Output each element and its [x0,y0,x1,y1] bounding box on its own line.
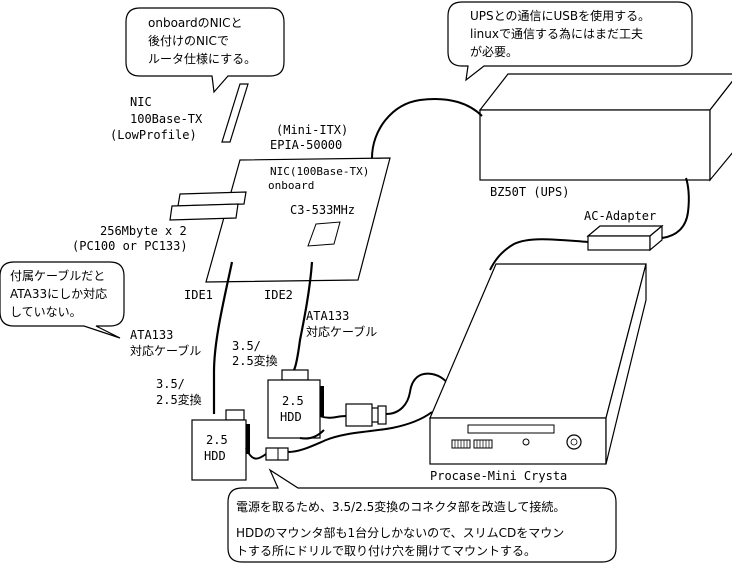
cd-drive-slot [467,424,555,434]
nic-type-label: 100Base-TX [130,112,203,126]
hdd-right-label-1: 2.5 [282,394,304,408]
nic-note-line-1: onboardのNICと [148,16,243,30]
nic-note-line-2: 後付けのNICで [148,34,229,48]
nic-note-line-3: ルータ仕様にする。 [148,52,256,66]
power-connector-left [265,447,289,461]
board-nic-label-2: onboard [268,179,314,192]
ata-note-bubble: 付属ケーブルだと ATA33にしか対応 していない。 [0,261,125,339]
bottom-note-line-2: HDDのマウンタ部も1台分しかないので、スリムCDをマウン [236,525,564,540]
board-form-label: (Mini-ITX) [276,123,348,137]
ide2-label: IDE2 [264,288,293,302]
ups-note-line-3: が必要。 [470,44,518,59]
motherboard [205,157,391,283]
cable-left-label-1: ATA133 [130,328,173,342]
ups-note-line-1: UPSとの通信にUSBを使用する。 [470,8,650,23]
ups-note-line-2: linuxで通信する為にはまだ工夫 [470,27,643,41]
bottom-note-bubble: 電源を取るため、3.5/2.5変換のコネクタ部を改造して接続。 HDDのマウンタ… [227,468,617,563]
ram-type-label: (PC100 or PC133) [72,239,188,253]
conv-left-label-1: 3.5/ [156,377,185,391]
pc-case [429,263,647,465]
ups-box [478,73,732,182]
hdd-left [191,409,250,481]
ram-modules [169,191,247,221]
ide2-cable [292,261,314,371]
hdd-left-label-1: 2.5 [206,433,228,447]
ata-note-line-2: ATA33にしか対応 [10,287,107,301]
bottom-note-line-1: 電源を取るため、3.5/2.5変換のコネクタ部を改造して接続。 [236,499,565,514]
nic-note-bubble: onboardのNICと 後付けのNICで ルータ仕様にする。 [125,7,285,94]
conv-right-label-2: 2.5変換 [232,353,278,368]
ac-adapter-label: AC-Adapter [584,209,656,223]
nic-label: NIC [130,95,152,109]
ram-label: 256Mbyte x 2 [100,224,187,238]
ide1-cable [212,261,234,414]
ide1-label: IDE1 [184,288,213,302]
cable-right-label-2: 対応ケーブル [306,324,377,339]
cpu-label: C3-533MHz [290,203,355,217]
power-connector-right [345,403,387,427]
hdd-left-label-2: HDD [204,449,226,463]
board-nic-label-1: NIC(100Base-TX) [270,165,369,178]
ups-label: BZ50T (UPS) [490,185,569,199]
hdd-right [267,369,324,439]
board-model-label: EPIA-50000 [270,138,342,152]
conv-right-label-1: 3.5/ [232,339,261,353]
conv-left-label-2: 2.5変換 [156,392,202,407]
cable-left-label-2: 対応ケーブル [130,343,201,358]
case-label: Procase-Mini Crysta [430,469,567,483]
hdd-right-label-2: HDD [280,410,302,424]
ata-note-line-3: していない。 [10,305,82,319]
nic-card [221,83,249,143]
ata-note-line-1: 付属ケーブルだと [10,268,105,283]
bottom-note-line-3: トする所にドリルで取り付け穴を開けてマウントする。 [236,543,536,558]
led-indicator [522,438,530,446]
front-ports [451,439,493,449]
cable-right-label-1: ATA133 [306,309,349,323]
cpu-chip [307,221,341,247]
nic-profile-label: (LowProfile) [110,128,197,142]
power-button [566,434,582,450]
ac-power-cable [489,177,690,271]
ups-note-bubble: UPSとの通信にUSBを使用する。 linuxで通信する為にはまだ工夫 が必要。 [447,1,693,82]
ups-usb-cable [371,98,483,159]
ac-adapter [586,224,664,252]
